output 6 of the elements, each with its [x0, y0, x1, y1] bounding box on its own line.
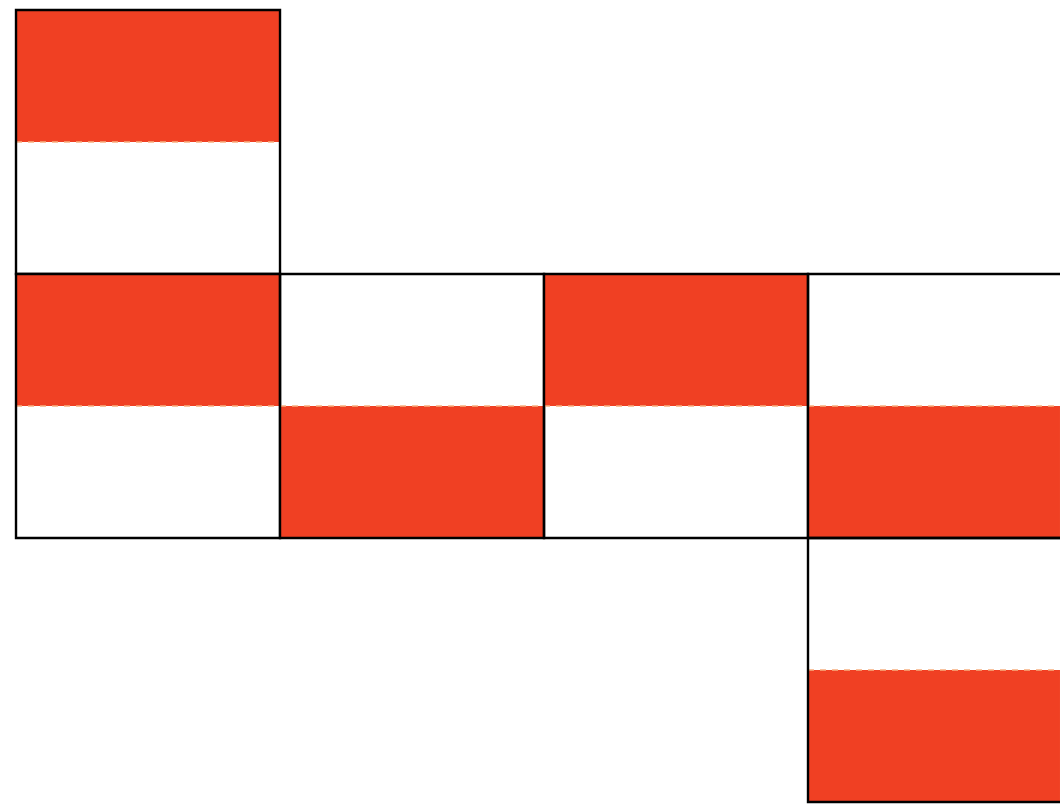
net-face: [542, 272, 810, 540]
net-face: [806, 536, 1060, 804]
net-face: [278, 272, 546, 540]
net-face: [806, 272, 1060, 540]
net-face: [14, 272, 282, 540]
net-face: [14, 8, 282, 276]
